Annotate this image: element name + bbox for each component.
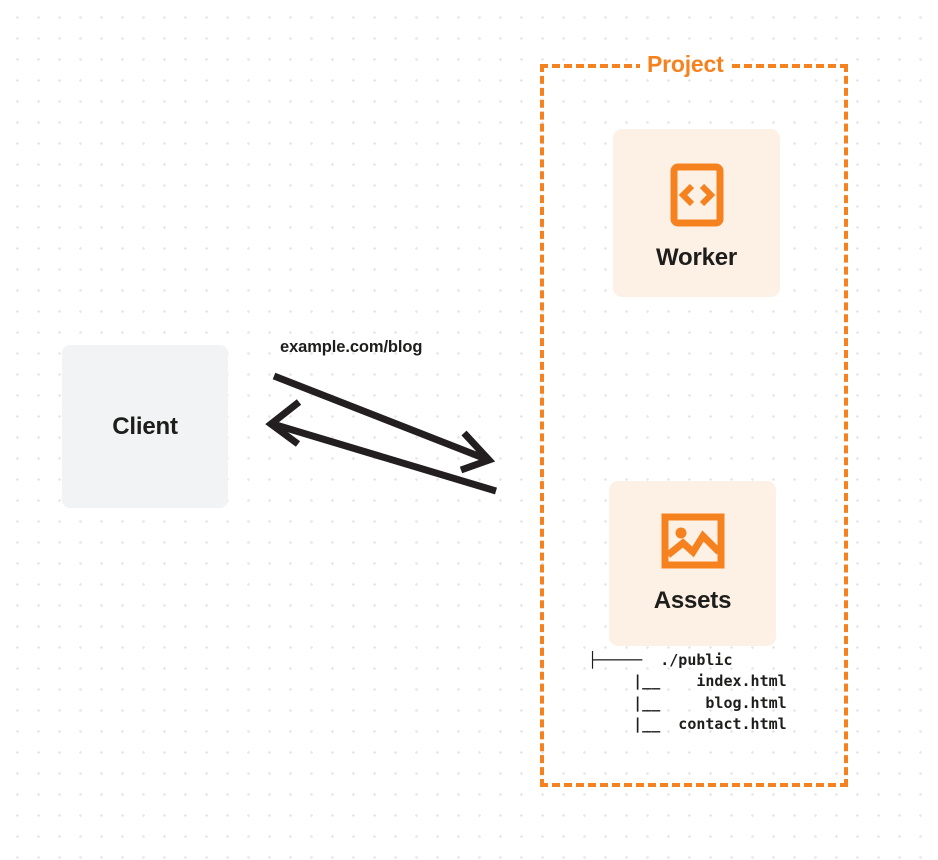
image-icon [661, 513, 724, 569]
code-brackets-icon [670, 163, 723, 227]
connection-url-label: example.com/blog [280, 338, 423, 356]
client-label: Client [112, 412, 178, 440]
assets-file-tree: ├───── ./public |__ index.html |__ blog.… [588, 650, 787, 735]
assets-node[interactable]: Assets [609, 481, 776, 646]
file-tree-line: |__ index.html [588, 672, 787, 691]
file-tree-line: |__ contact.html [588, 714, 787, 733]
file-tree-line: ├───── ./public [588, 651, 733, 669]
client-node[interactable]: Client [62, 345, 228, 508]
connection-arrows [265, 372, 498, 495]
request-arrow [272, 372, 496, 474]
worker-node[interactable]: Worker [613, 129, 780, 297]
response-arrow [265, 399, 498, 495]
assets-label: Assets [653, 587, 732, 614]
project-title: Project [640, 50, 731, 78]
file-tree-line: |__ blog.html [588, 693, 787, 712]
worker-label: Worker [655, 244, 738, 271]
